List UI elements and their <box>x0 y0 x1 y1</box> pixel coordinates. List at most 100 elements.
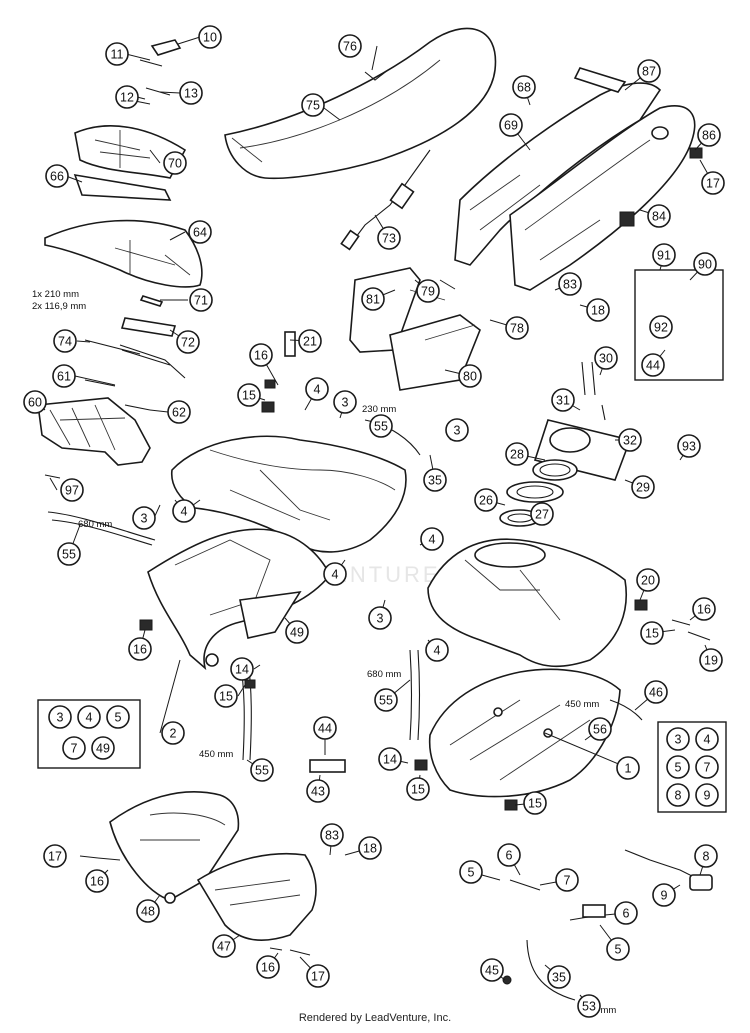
callout-label: 4 <box>181 505 188 519</box>
callout-label: 6 <box>623 907 630 921</box>
callout-circle <box>361 287 385 311</box>
callout-circle <box>644 680 668 704</box>
callout-label: 35 <box>552 971 566 985</box>
callout-label: 70 <box>168 157 182 171</box>
callout-label: 56 <box>593 723 607 737</box>
callout-17: 17 <box>701 171 725 195</box>
callout-83: 83 <box>320 823 344 847</box>
dim-680-left: 680 mm <box>78 519 112 530</box>
callout-circle <box>301 93 325 117</box>
callout-circle <box>523 791 547 815</box>
callout-label: 10 <box>203 31 217 45</box>
callout-8: 8 <box>694 844 718 868</box>
callout-circle <box>305 377 329 401</box>
callout-56: 56 <box>588 717 612 741</box>
callout-68: 68 <box>512 75 536 99</box>
callout-12: 12 <box>115 85 139 109</box>
callout-10: 10 <box>198 25 222 49</box>
callout-circle <box>512 75 536 99</box>
callout-label: 21 <box>303 335 317 349</box>
callout-label: 2 <box>170 727 177 741</box>
callout-label: 13 <box>184 87 198 101</box>
callout-4: 4 <box>420 527 444 551</box>
callout-circle <box>167 400 191 424</box>
fuel-hoses <box>47 419 643 1001</box>
callout-35: 35 <box>423 468 447 492</box>
callout-circle <box>298 329 322 353</box>
lower-left-panel <box>109 791 240 904</box>
callout-44: 44 <box>641 353 665 377</box>
callout-3: 3 <box>333 390 357 414</box>
callout-circle <box>586 298 610 322</box>
callout-label: 16 <box>261 961 275 975</box>
callout-circle <box>594 346 618 370</box>
callout-label: 14 <box>235 663 249 677</box>
callout-circle <box>230 657 254 681</box>
seat-cable <box>340 149 431 251</box>
callout-18: 18 <box>586 298 610 322</box>
callout-92: 92 <box>649 315 673 339</box>
callout-circle <box>285 620 309 644</box>
callout-label: 66 <box>50 170 64 184</box>
callout-circle <box>505 316 529 340</box>
callout-14: 14 <box>230 657 254 681</box>
callout-15: 15 <box>214 684 238 708</box>
callout-17: 17 <box>43 844 67 868</box>
callout-label: 48 <box>141 905 155 919</box>
callout-48: 48 <box>136 899 160 923</box>
callout-circle <box>306 779 330 803</box>
callout-circle <box>45 164 69 188</box>
callout-circle <box>530 502 554 526</box>
callout-16: 16 <box>85 869 109 893</box>
callout-5: 5 <box>606 937 630 961</box>
callout-label: 49 <box>290 626 304 640</box>
callout-label: 3 <box>342 396 349 410</box>
callout-circle <box>189 288 213 312</box>
callout-16: 16 <box>256 955 280 979</box>
callout-circle <box>132 506 156 530</box>
kit-item-label: 5 <box>675 761 682 775</box>
callout-73: 73 <box>377 226 401 250</box>
callout-circle <box>652 883 676 907</box>
callout-43: 43 <box>306 779 330 803</box>
fuel-tap-lower <box>509 849 713 921</box>
callout-label: 45 <box>485 964 499 978</box>
clips-top-left <box>129 39 182 307</box>
dim-680-center: 680 mm <box>367 669 401 680</box>
callout-circle <box>652 243 676 267</box>
callout-86: 86 <box>697 123 721 147</box>
callout-label: 17 <box>311 970 325 984</box>
callout-circle <box>699 648 723 672</box>
callout-label: 55 <box>255 764 269 778</box>
dim-450-left: 450 mm <box>199 749 233 760</box>
callout-circle <box>374 688 398 712</box>
callout-15: 15 <box>640 621 664 645</box>
dim-450-right: 450 mm <box>565 699 599 710</box>
callout-label: 5 <box>615 943 622 957</box>
callout-label: 91 <box>657 249 671 263</box>
callout-circle <box>313 716 337 740</box>
callout-circle <box>256 955 280 979</box>
callout-circle <box>172 499 196 523</box>
kit-item-7: 7 <box>695 755 719 779</box>
callout-4: 4 <box>305 377 329 401</box>
callout-label: 18 <box>363 842 377 856</box>
kit-item-label: 3 <box>57 711 64 725</box>
callout-15: 15 <box>523 791 547 815</box>
callout-4: 4 <box>323 562 347 586</box>
callout-label: 79 <box>421 285 435 299</box>
callout-label: 55 <box>379 694 393 708</box>
filler-cap-assembly <box>499 361 632 527</box>
callout-label: 7 <box>564 874 571 888</box>
callout-label: 60 <box>28 396 42 410</box>
callout-7: 7 <box>555 868 579 892</box>
callout-label: 8 <box>703 850 710 864</box>
callout-label: 72 <box>181 336 195 350</box>
callout-87: 87 <box>637 59 661 83</box>
callout-66: 66 <box>45 164 69 188</box>
callout-circle <box>693 252 717 276</box>
front-mask-lower <box>44 219 203 288</box>
